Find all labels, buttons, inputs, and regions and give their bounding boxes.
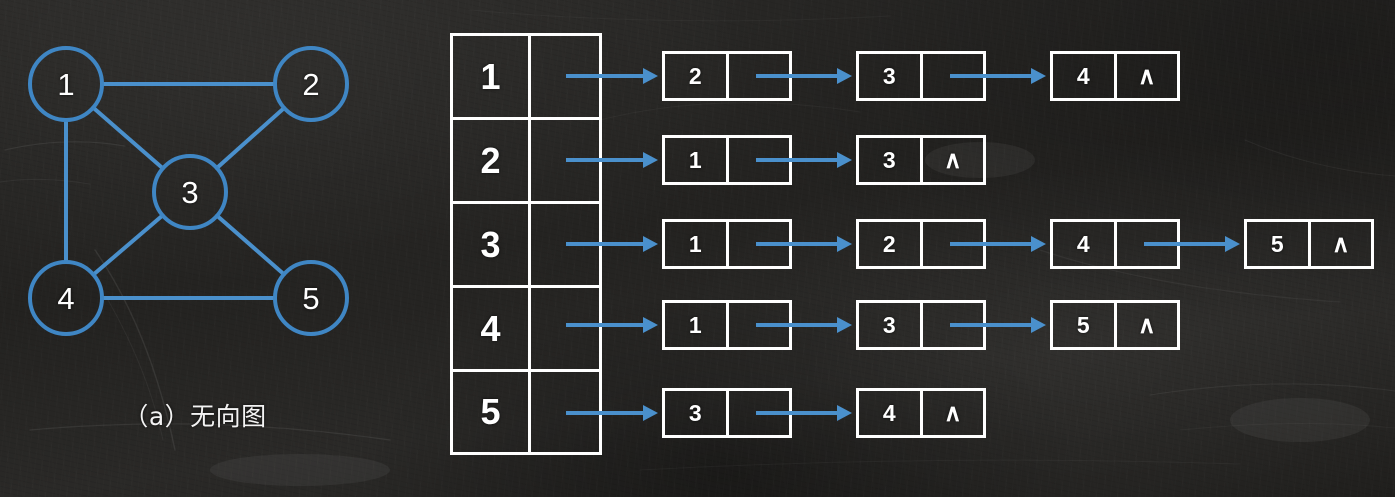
list-node[interactable]: 5∧ — [1244, 219, 1374, 269]
list-node-value-cell: 4 — [1053, 54, 1117, 98]
vertex-table-row[interactable]: 2 — [453, 120, 599, 204]
next-pointer-arrow — [756, 405, 852, 421]
list-node[interactable]: 2 — [662, 51, 792, 101]
list-node-value-cell: 1 — [665, 222, 729, 266]
list-node[interactable]: 3 — [856, 51, 986, 101]
graph-edge-3-5 — [215, 213, 286, 277]
next-pointer-arrow — [756, 317, 852, 333]
list-node-value-cell: 1 — [665, 138, 729, 182]
graph-edge-3-4 — [91, 213, 165, 277]
list-node-value-cell: 3 — [859, 303, 923, 347]
list-node-value-cell: 4 — [859, 391, 923, 435]
list-node-null-cell: ∧ — [1137, 62, 1156, 90]
list-node[interactable]: 5∧ — [1050, 300, 1180, 350]
list-node[interactable]: 3∧ — [856, 135, 986, 185]
next-pointer-arrow — [756, 236, 852, 252]
graph-vertex-circle-4 — [28, 260, 104, 336]
vertex-id-cell: 1 — [453, 36, 531, 117]
vertex-id-cell: 2 — [453, 120, 531, 201]
head-pointer-arrow-row-5 — [566, 405, 658, 421]
vertex-id-cell: 4 — [453, 288, 531, 369]
list-node-null-cell: ∧ — [1331, 230, 1350, 258]
list-node[interactable]: 4∧ — [856, 388, 986, 438]
graph-vertex-label-2: 2 — [302, 67, 320, 102]
list-node-value-cell: 3 — [859, 54, 923, 98]
list-node-value-cell: 2 — [665, 54, 729, 98]
graph-vertex-label-4: 4 — [57, 281, 75, 316]
list-node-value-cell: 2 — [859, 222, 923, 266]
graph-vertex-label-3: 3 — [181, 175, 199, 210]
head-pointer-arrow-row-3 — [566, 236, 658, 252]
vertex-table-row[interactable]: 1 — [453, 36, 599, 120]
graph-edge-1-3 — [91, 105, 165, 171]
list-node-value-cell: 1 — [665, 303, 729, 347]
graph-vertex-circles — [28, 46, 349, 336]
graph-vertex-circle-2 — [273, 46, 349, 122]
graph-vertex-label-1: 1 — [57, 67, 75, 102]
graph-vertex-circle-3 — [152, 154, 228, 230]
list-node-value-cell: 5 — [1053, 303, 1117, 347]
list-node-value-cell: 4 — [1053, 222, 1117, 266]
vertex-id-cell: 5 — [453, 372, 531, 452]
graph-vertex-circle-1 — [28, 46, 104, 122]
list-node[interactable]: 4∧ — [1050, 51, 1180, 101]
head-pointer-arrow-row-4 — [566, 317, 658, 333]
graph-vertex-label-5: 5 — [302, 281, 320, 316]
next-pointer-arrow — [1144, 236, 1240, 252]
list-node-value-cell: 3 — [859, 138, 923, 182]
undirected-graph-panel: 1 2 3 4 5 （a）无向图 — [0, 0, 430, 497]
head-pointer-arrow-row-2 — [566, 152, 658, 168]
next-pointer-arrow — [756, 152, 852, 168]
graph-edges — [64, 82, 287, 300]
list-node-null-cell: ∧ — [1137, 311, 1156, 339]
next-pointer-arrow — [950, 236, 1046, 252]
head-pointer-arrow-row-1 — [566, 68, 658, 84]
vertex-table-row[interactable]: 4 — [453, 288, 599, 372]
next-pointer-arrow — [756, 68, 852, 84]
vertex-table-row[interactable]: 5 — [453, 372, 599, 452]
list-node-value-cell: 5 — [1247, 222, 1311, 266]
graph-vertex-circle-5 — [273, 260, 349, 336]
vertex-table-row[interactable]: 3 — [453, 204, 599, 288]
list-node-null-cell: ∧ — [943, 399, 962, 427]
vertex-id-cell: 3 — [453, 204, 531, 285]
graph-edges-and-nodes — [28, 46, 349, 336]
next-pointer-arrow — [950, 317, 1046, 333]
next-pointer-arrow — [950, 68, 1046, 84]
figure-caption: （a）无向图 — [123, 402, 267, 431]
list-node-value-cell: 3 — [665, 391, 729, 435]
graph-edge-2-3 — [214, 105, 287, 171]
list-node-null-cell: ∧ — [943, 146, 962, 174]
